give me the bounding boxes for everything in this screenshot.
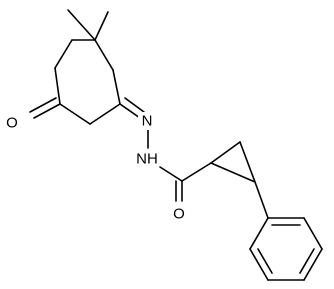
bond-cprop-right-bottom [239,141,256,183]
bond-ring-cmethyl-c [94,39,114,71]
bond-ring-c-cimine [112,69,121,105]
imine-nitrogen-label: N [142,113,153,130]
phenyl-ring [249,181,323,281]
bond-camide-cprop [181,162,212,182]
bond-cprop-bottom-left [210,162,256,183]
bond-ketone-co-a [33,103,61,119]
bond-ketone-co-b [29,97,57,113]
bond-imine-cn-a [119,103,141,119]
hydrazone-linkage: N NH [119,97,160,168]
ketone-carbonyl: O [3,97,61,132]
amide-nh-label: NH [136,151,158,168]
bond-ring-cimine-cbottom [89,103,121,125]
amide-oxygen-label: O [173,206,185,223]
bond-ring-cketone-cleft [54,67,61,105]
bond-nh-camide [159,166,183,182]
bond-cprop-phenyl [254,181,269,219]
bond-imine-cn-b [124,97,145,113]
bond-cprop-top-right [210,141,241,164]
bond-methyl-right [94,11,109,41]
bond-phenyl-5-6 [249,248,269,281]
amide-carbonyl: O [159,166,188,223]
bond-methyl-left [67,9,96,41]
bond-phenyl-6-1 [249,217,269,250]
ketone-oxygen-label: O [6,115,18,132]
bond-phenyl-inner-b [299,248,315,274]
bond-ring-cbottom-cketone [59,103,91,125]
cyclopropane-ring [181,141,256,183]
cyclohexanone-ring [54,39,121,125]
bond-ring-cleft-ctop [54,39,73,69]
gem-dimethyl [67,9,109,41]
bond-phenyl-2-3 [303,217,323,250]
bond-phenyl-3-4 [303,248,323,281]
bond-phenyl-inner-c [257,248,273,274]
